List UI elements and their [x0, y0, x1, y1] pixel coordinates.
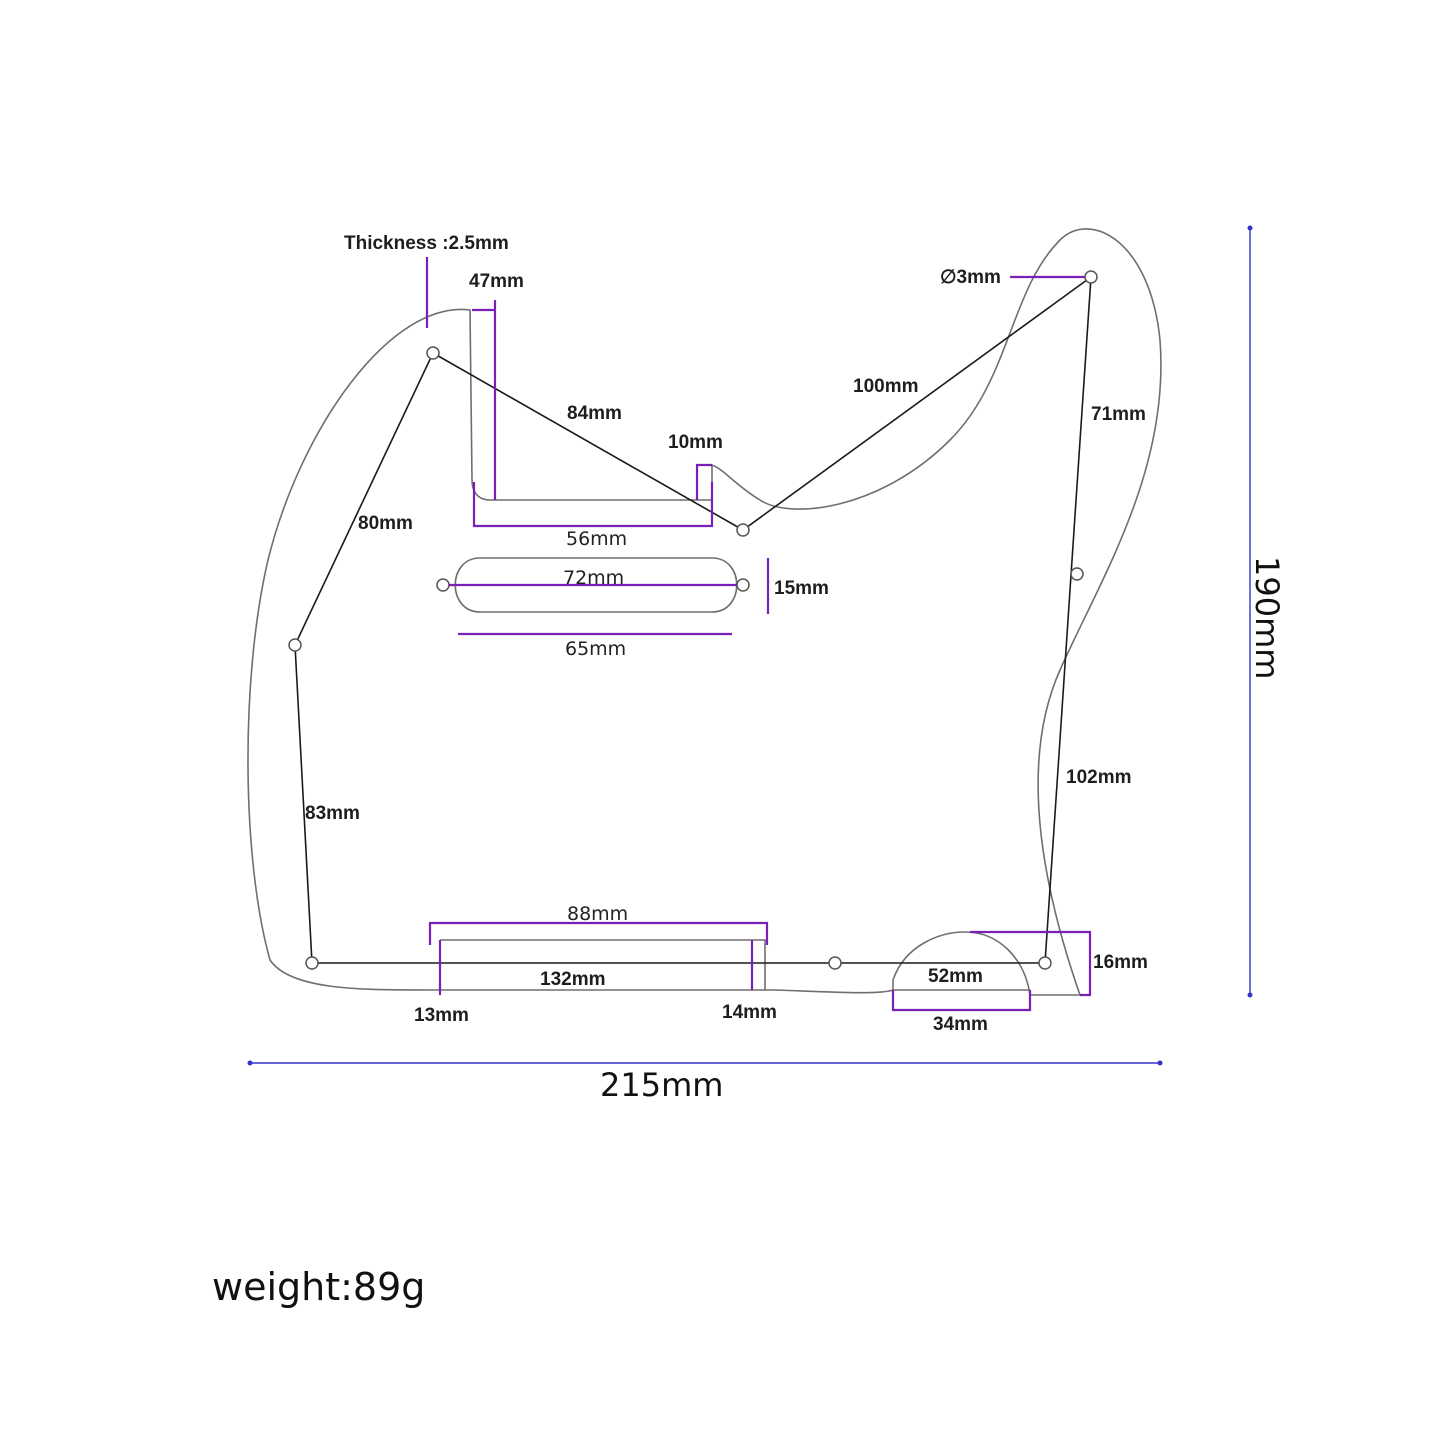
label-71mm: 71mm: [1091, 404, 1146, 425]
label-83mm: 83mm: [305, 803, 360, 824]
height-end-bottom: [1247, 992, 1253, 998]
label-34mm: 34mm: [933, 1014, 988, 1035]
label-14mm: 14mm: [722, 1002, 777, 1023]
label-52mm: 52mm: [928, 966, 983, 987]
label-overall-width: 215mm: [600, 1066, 723, 1104]
screw-hole: [1038, 956, 1052, 970]
width-end-right: [1157, 1060, 1163, 1066]
label-15mm: 15mm: [774, 578, 829, 599]
screw-hole: [736, 578, 750, 592]
screw-hole: [1084, 270, 1098, 284]
label-10mm: 10mm: [668, 432, 723, 453]
label-56mm: 56mm: [566, 528, 627, 550]
label-100mm: 100mm: [853, 376, 919, 397]
screw-route: [294, 275, 1092, 964]
label-overall-height: 190mm: [1248, 556, 1286, 679]
label-47mm: 47mm: [469, 271, 524, 292]
screw-hole: [736, 523, 750, 537]
label-hole-diameter: ∅3mm: [940, 267, 1001, 288]
pickguard-outline: [247, 228, 1162, 996]
screw-hole: [1070, 567, 1084, 581]
screw-hole: [828, 956, 842, 970]
dim-line-10: [695, 463, 712, 500]
label-132mm: 132mm: [540, 969, 606, 990]
label-thickness: Thickness :2.5mm: [344, 233, 509, 254]
weight-text: weight:89g: [212, 1265, 426, 1309]
label-80mm: 80mm: [358, 513, 413, 534]
label-102mm: 102mm: [1066, 767, 1132, 788]
screw-hole: [288, 638, 302, 652]
screw-hole: [426, 346, 440, 360]
label-88mm: 88mm: [567, 903, 628, 925]
label-16mm: 16mm: [1093, 952, 1148, 973]
label-13mm: 13mm: [414, 1005, 469, 1026]
label-84mm: 84mm: [567, 403, 622, 424]
dim-line-34: [891, 990, 1032, 1012]
screw-hole: [305, 956, 319, 970]
height-end-top: [1247, 225, 1253, 231]
screw-hole: [436, 578, 450, 592]
width-end-left: [247, 1060, 253, 1066]
label-72mm: 72mm: [563, 567, 624, 589]
dim-line-56: [472, 482, 714, 528]
dim-line-88: [428, 921, 769, 945]
dim-line-16: [970, 930, 1092, 997]
label-65mm: 65mm: [565, 638, 626, 660]
pickup-window: [454, 557, 738, 613]
